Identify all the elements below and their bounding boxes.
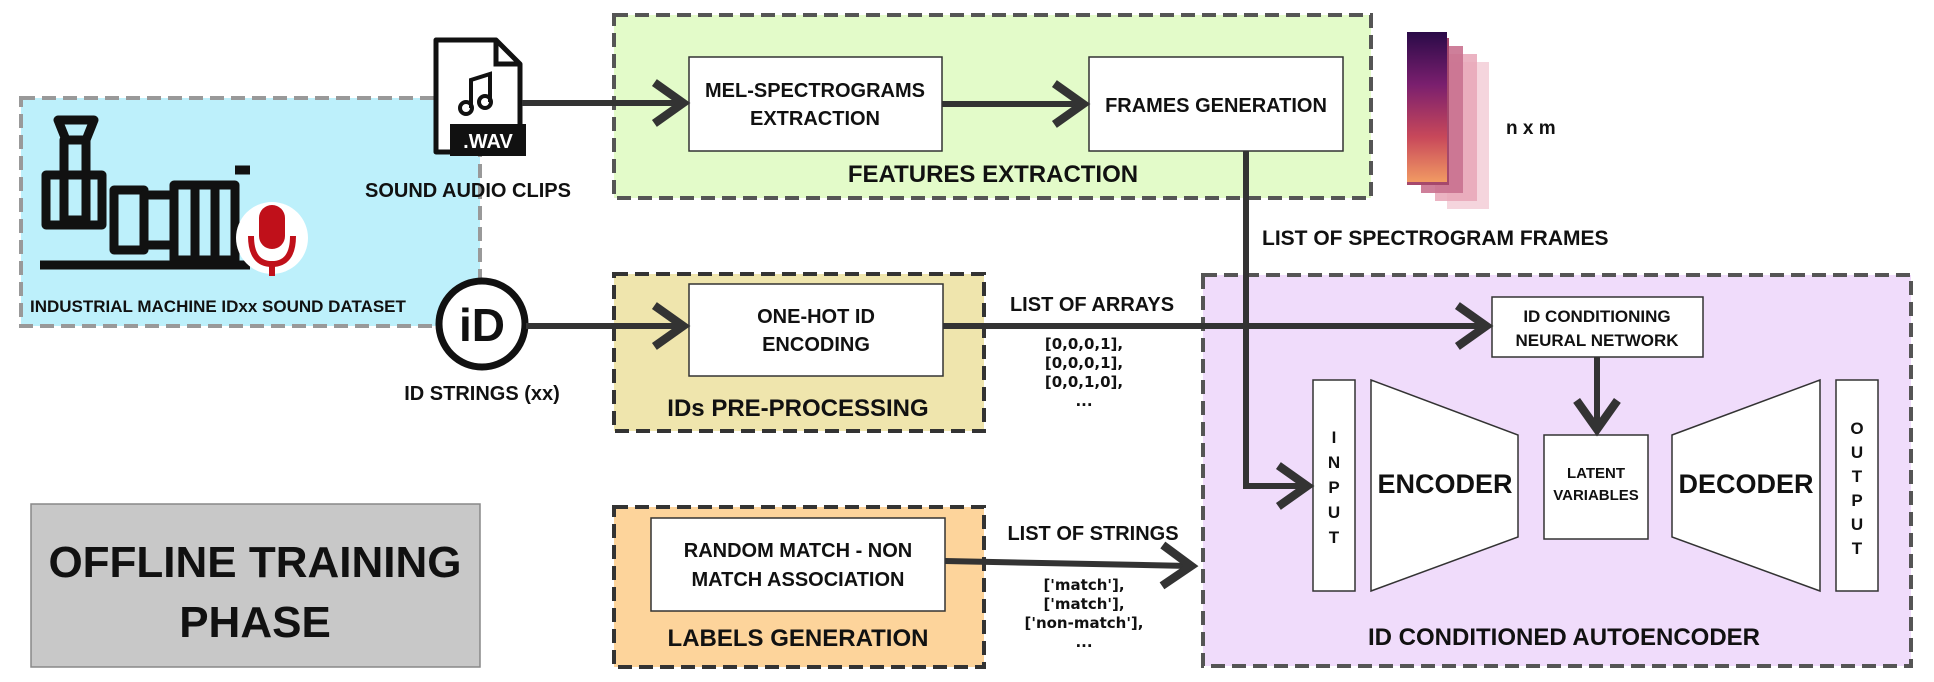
id-strings-caption: ID STRINGS (xx) [404,383,560,405]
string-item: ['match'], [1043,576,1124,594]
arrays-list: [0,0,0,1], [0,0,0,1], [0,0,1,0], ... [1045,335,1123,410]
encoder-trapezoid [1370,378,1519,593]
arrows [522,79,1621,590]
frames-dims-label: n x m [1506,118,1556,139]
spectrogram-frames-label: LIST OF SPECTROGRAM FRAMES [1262,227,1609,250]
mel-spectrogram-line1: MEL-SPECTROGRAMS [705,80,925,102]
training-phase-box [30,503,481,668]
strings-list: ['match'], ['match'], ['non-match'], ... [1025,576,1144,651]
industrial-pump-icon [40,115,250,270]
list-of-arrays-label: LIST OF ARRAYS [1010,294,1174,316]
one-hot-encoding-box [688,283,944,377]
svg-text:U: U [1328,503,1340,522]
svg-text:U: U [1851,515,1863,534]
array-item: [0,0,0,1], [1045,335,1123,353]
dataset-label: INDUSTRIAL MACHINE IDxx SOUND DATASET [30,297,407,316]
svg-text:T: T [1852,539,1863,558]
features-extraction-title: FEATURES EXTRACTION [848,161,1138,188]
mel-spectrogram-line2: EXTRACTION [750,108,880,130]
input-letters: I N P U T [1328,428,1340,547]
microphone-icon [236,202,308,276]
audio-caption: SOUND AUDIO CLIPS [365,180,571,202]
svg-text:T: T [1329,528,1340,547]
string-item: ['match'], [1043,595,1124,613]
frames-generation-label: FRAMES GENERATION [1105,95,1327,117]
training-phase-line1: OFFLINE TRAINING [48,538,461,587]
autoencoder-title: ID CONDITIONED AUTOENCODER [1368,624,1760,651]
id-conditioning-line2: NEURAL NETWORK [1515,331,1679,350]
id-conditioning-box [1491,296,1704,358]
svg-text:P: P [1328,478,1339,497]
audio-file-icon: .WAV [433,37,526,156]
latent-variables-box [1543,434,1649,540]
array-item: [0,0,1,0], [1045,373,1123,391]
spectrogram-frames-stack [1407,32,1489,209]
latent-line2: VARIABLES [1553,487,1639,504]
decoder-label: DECODER [1678,469,1813,499]
arrow-frames-to-input [1243,151,1315,510]
wav-label: .WAV [463,131,513,153]
id-badge-icon: iD [435,277,529,371]
svg-text:O: O [1850,419,1863,438]
training-phase-line2: PHASE [179,598,331,647]
svg-text:iD: iD [459,299,505,351]
svg-text:U: U [1851,443,1863,462]
svg-text:P: P [1851,491,1862,510]
match-association-box [650,517,946,612]
string-item: ['non-match'], [1025,614,1144,632]
output-column [1835,379,1879,592]
input-column [1312,379,1356,592]
output-letters: O U T P U T [1850,419,1863,558]
latent-line1: LATENT [1567,465,1625,482]
decoder-trapezoid [1671,378,1821,593]
labels-generation-title: LABELS GENERATION [668,625,929,652]
mel-spectrogram-box [688,56,943,152]
svg-text:I: I [1332,428,1337,447]
one-hot-line1: ONE-HOT ID [757,306,875,328]
id-conditioning-line1: ID CONDITIONING [1523,307,1670,326]
ids-preprocessing-title: IDs PRE-PROCESSING [667,395,928,422]
match-association-line1: RANDOM MATCH - NON [684,540,913,562]
encoder-label: ENCODER [1377,469,1512,499]
arrow-labels-to-autoencoder [944,541,1199,590]
svg-text:N: N [1328,453,1340,472]
list-of-strings-label: LIST OF STRINGS [1007,523,1178,545]
one-hot-line2: ENCODING [762,334,870,356]
array-item: ... [1075,392,1092,410]
array-item: [0,0,0,1], [1045,354,1123,372]
svg-text:T: T [1852,467,1863,486]
string-item: ... [1075,633,1092,651]
match-association-line2: MATCH ASSOCIATION [692,569,905,591]
